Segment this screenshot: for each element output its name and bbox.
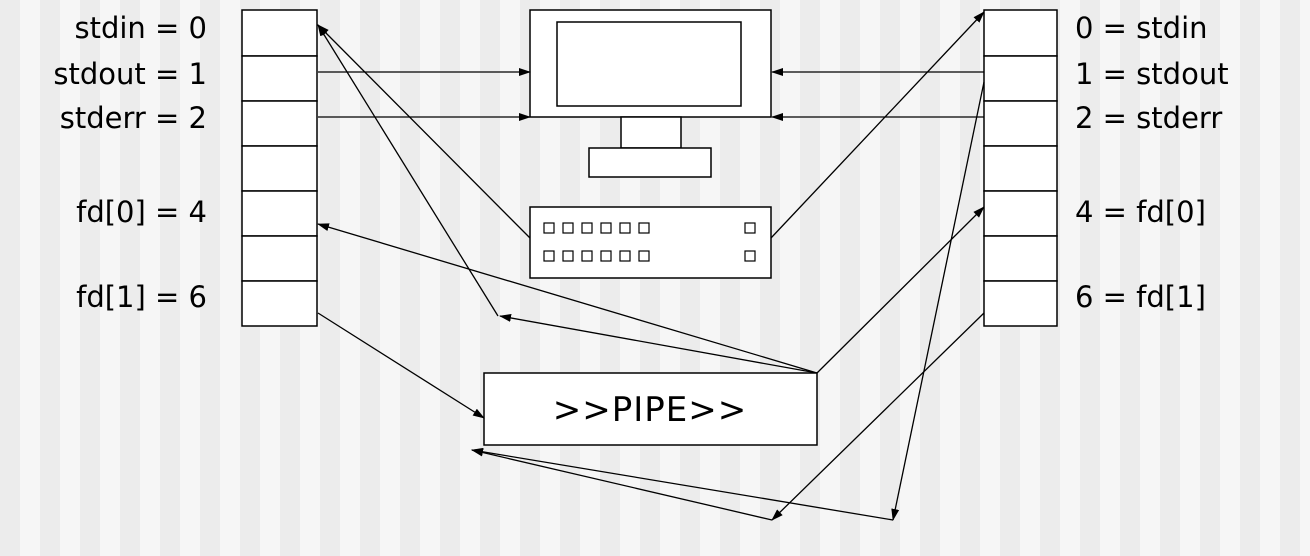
arrow-pipe-left-fd0 xyxy=(317,223,818,374)
arrow-pipe-left-mark xyxy=(499,314,818,374)
left-label-fd1: fd[1] = 6 xyxy=(76,280,207,314)
keyboard-icon xyxy=(529,206,772,279)
arrow-keyboard-left-stdin xyxy=(317,24,531,239)
left-fd-table xyxy=(241,9,318,327)
left-fd-labels: stdin = 0 stdout = 1 stderr = 2 fd[0] = … xyxy=(53,11,207,314)
right-fd-cell xyxy=(983,145,1058,192)
right-fd-cell xyxy=(983,190,1058,237)
left-fd-cell xyxy=(241,190,318,237)
right-fd-cell xyxy=(983,280,1058,327)
arrow-right-down-b xyxy=(891,81,985,521)
right-label-fd0: 4 = fd[0] xyxy=(1075,195,1206,229)
left-fd-cell xyxy=(241,235,318,282)
right-fd-labels: 0 = stdin 1 = stdout 2 = stderr 4 = fd[0… xyxy=(1075,11,1229,314)
left-label-stdout: stdout = 1 xyxy=(53,57,207,91)
left-fd-cell xyxy=(241,280,318,327)
right-label-stdin: 0 = stdin xyxy=(1075,11,1208,45)
right-label-stderr: 2 = stderr xyxy=(1075,101,1222,135)
connection-arrows xyxy=(317,11,985,521)
arrow-right-fd1-down xyxy=(771,312,985,521)
right-fd-cell xyxy=(983,9,1058,57)
left-fd-cell xyxy=(241,100,318,147)
left-label-stdin: stdin = 0 xyxy=(74,11,207,45)
right-fd-cell xyxy=(983,100,1058,147)
left-label-fd0: fd[0] = 4 xyxy=(76,195,207,229)
arrow-pipe-right-fd0 xyxy=(816,206,985,374)
pipe-box: >>PIPE>> xyxy=(483,372,818,446)
arrow-left-stdin-return xyxy=(317,24,499,317)
right-fd-cell xyxy=(983,55,1058,102)
left-fd-cell xyxy=(241,145,318,192)
right-fd-table xyxy=(983,9,1058,327)
right-fd-cell xyxy=(983,235,1058,282)
left-fd-cell xyxy=(241,9,318,57)
monitor-icon xyxy=(529,9,772,178)
arrow-left-fd1-pipe xyxy=(317,312,485,419)
arrow-lower-pipe-a xyxy=(471,448,773,521)
arrow-keyboard-right-stdin xyxy=(770,11,985,239)
left-label-stderr: stderr = 2 xyxy=(60,101,207,135)
left-fd-cell xyxy=(241,55,318,102)
arrow-lower-pipe-b xyxy=(471,447,894,521)
right-label-stdout: 1 = stdout xyxy=(1075,57,1229,91)
pipe-label: >>PIPE>> xyxy=(553,390,747,430)
right-label-fd1: 6 = fd[1] xyxy=(1075,280,1206,314)
